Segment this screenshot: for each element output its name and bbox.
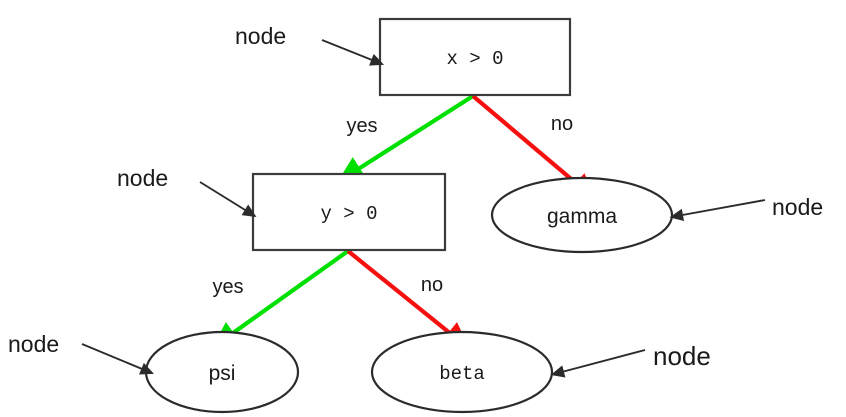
node-psi-label: psi [209,362,236,385]
edge-root-no [471,94,597,201]
annotation-root-arrow [321,39,385,66]
annotation-psi-arrow [81,343,155,375]
node-beta-label: beta [439,363,485,385]
edge-decision2-yes [211,249,350,349]
edge-label-root-yes: yes [346,115,377,137]
edge-label-root-no: no [551,113,573,135]
node-decision2-label: y > 0 [320,203,377,225]
edge-group [211,94,597,350]
edge-label-decision2-no: no [421,274,443,296]
edge-label-decision2-yes: yes [212,276,243,298]
node-root[interactable] [378,17,572,97]
node-decision2[interactable] [251,172,447,252]
node-gamma-label: gamma [547,205,617,228]
annotation-beta-arrow [550,349,646,378]
edge-root-yes [337,94,475,183]
annotation-decision2-arrow [199,181,257,218]
annotation-decision2-label: node [117,165,168,191]
annotation-psi-label: node [8,331,59,357]
annotation-beta-label: node [653,341,711,371]
annotation-gamma-arrow [669,199,766,222]
node-root-label: x > 0 [446,48,503,70]
annotation-gamma-label: node [772,194,823,220]
node-group: x > 0 y > 0 gamma psi beta [144,17,674,414]
annotation-group: node node node node node [8,23,823,378]
annotation-root-label: node [235,23,286,49]
edge-label-group: yes no yes no [212,113,573,298]
edge-decision2-no [346,249,470,350]
